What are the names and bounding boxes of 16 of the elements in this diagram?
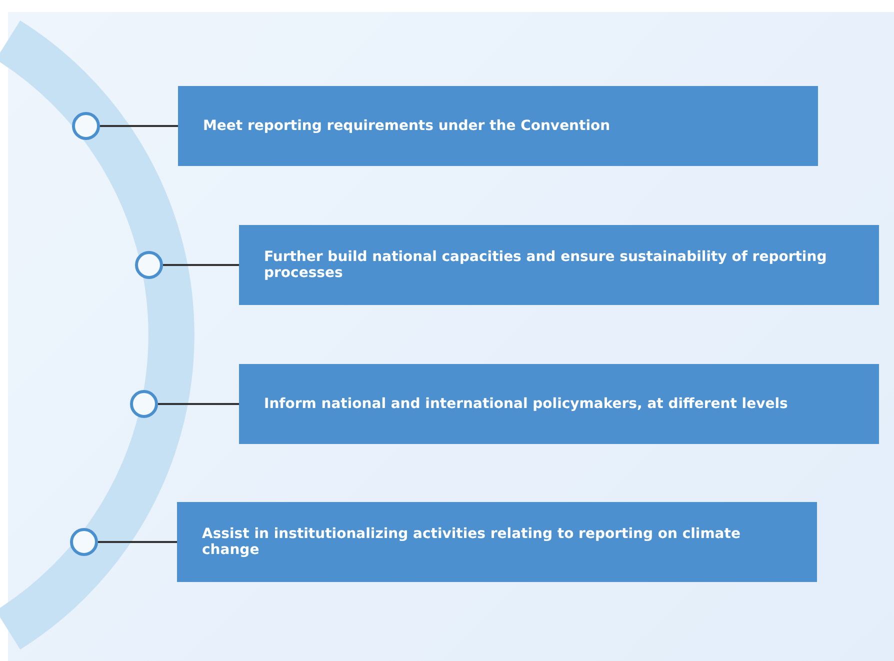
box-text: Assist in institutionalizing activities relating to reporting on climate change <box>202 526 742 558</box>
text-box <box>239 225 879 305</box>
text-box <box>178 86 818 166</box>
connector-line <box>163 264 239 266</box>
ring-marker <box>135 251 163 279</box>
text-box <box>177 502 817 582</box>
connector-line <box>100 125 178 127</box>
ring-marker <box>70 528 98 556</box>
box-text: Meet reporting requirements under the Convention <box>203 118 610 134</box>
text-box <box>239 364 879 444</box>
box-text: Inform national and international policymakers, at different levels <box>264 396 788 412</box>
ring-marker <box>72 112 100 140</box>
connector-line <box>98 541 177 543</box>
connector-line <box>158 403 239 405</box>
box-text: Further build national capacities and ensure sustainability of reporting processes <box>264 249 828 281</box>
ring-marker <box>130 390 158 418</box>
